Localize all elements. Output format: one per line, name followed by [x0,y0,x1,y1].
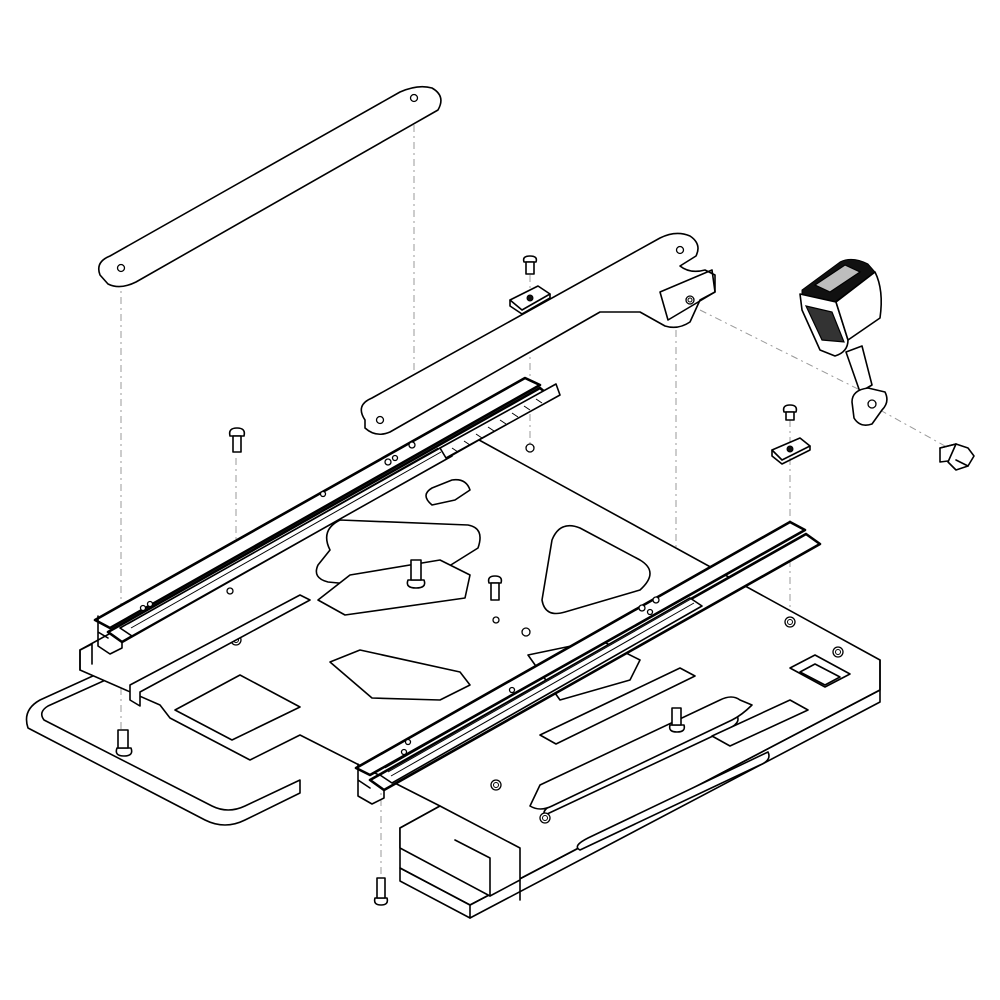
screw-5 [373,877,389,906]
pin-left [115,729,133,757]
t-nuts [509,285,811,465]
right-slide-rail [354,520,822,805]
top-strap [97,85,442,288]
left-slide-rail [93,376,561,707]
screw-4 [487,575,503,601]
button-head-screws [228,255,798,906]
buckle-bolt [939,443,975,471]
seat-belt-buckle [799,258,888,426]
screw-2 [228,427,246,453]
screw-3 [782,404,798,421]
pin-right [668,707,686,733]
side-bracket [360,232,716,436]
locating-pins [115,559,686,757]
pin-center [406,559,426,589]
screw-1 [522,255,538,275]
